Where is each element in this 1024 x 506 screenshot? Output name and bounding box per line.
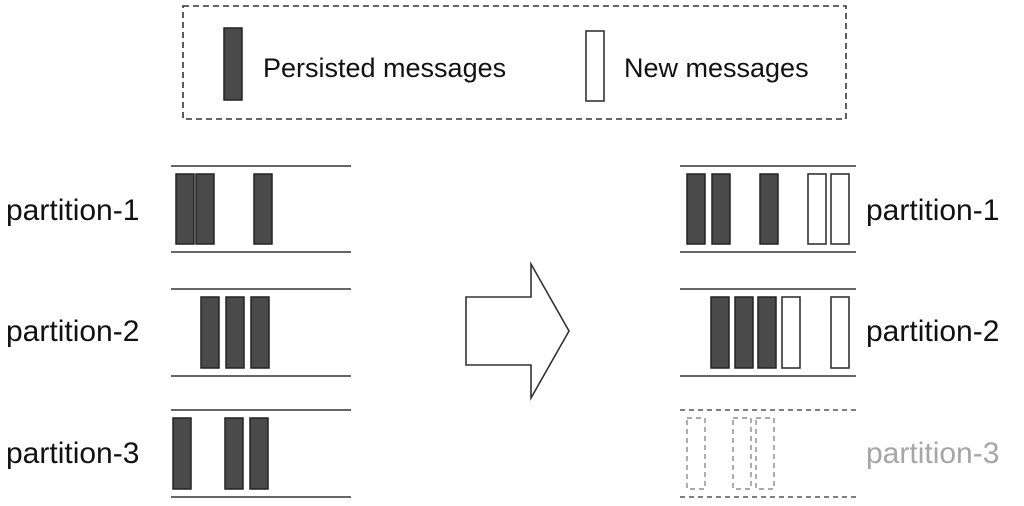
legend-new-label: New messages xyxy=(624,53,809,83)
persisted-message-bar xyxy=(757,296,777,369)
persisted-message-bar xyxy=(759,173,779,245)
removed-message-bar xyxy=(732,417,752,490)
persisted-message-bar xyxy=(175,173,195,245)
after-partition-1-label: partition-1 xyxy=(866,194,1000,227)
persisted-message-bar xyxy=(200,296,220,369)
legend-new-swatch xyxy=(585,30,605,102)
new-message-bar xyxy=(830,296,850,369)
before-partitions xyxy=(171,165,351,498)
removed-message-bar xyxy=(755,417,775,490)
before-partition-1-label: partition-1 xyxy=(6,194,140,227)
persisted-message-bar xyxy=(734,296,754,369)
persisted-message-bar xyxy=(250,296,270,369)
before-partition-1-row xyxy=(171,165,351,253)
persisted-message-bar xyxy=(224,417,244,490)
new-message-bar xyxy=(807,173,827,245)
after-partition-2-row xyxy=(680,288,856,377)
after-partition-3-row xyxy=(680,409,856,498)
before-partition-2-label: partition-2 xyxy=(6,315,140,348)
transition-arrow xyxy=(465,260,570,402)
after-partition-2-label: partition-2 xyxy=(866,315,1000,348)
persisted-message-bar xyxy=(172,417,192,490)
before-partition-3-label: partition-3 xyxy=(6,437,140,470)
persisted-message-bar xyxy=(195,173,215,245)
after-partitions xyxy=(680,165,856,498)
after-partition-1-row xyxy=(680,165,856,253)
persisted-message-bar xyxy=(253,173,273,245)
legend-box xyxy=(182,5,847,120)
persisted-message-bar xyxy=(249,417,269,490)
after-partition-3-label: partition-3 xyxy=(866,437,1000,470)
persisted-message-bar xyxy=(710,296,730,369)
new-message-bar xyxy=(830,173,850,245)
removed-message-bar xyxy=(686,417,706,490)
legend-persisted-label: Persisted messages xyxy=(263,53,507,83)
persisted-message-bar xyxy=(711,173,731,245)
persisted-message-bar xyxy=(686,173,706,245)
legend-persisted-swatch xyxy=(223,27,243,101)
before-partition-3-row xyxy=(171,409,351,498)
before-partition-2-row xyxy=(171,288,351,377)
new-message-bar xyxy=(781,296,801,369)
persisted-message-bar xyxy=(225,296,245,369)
